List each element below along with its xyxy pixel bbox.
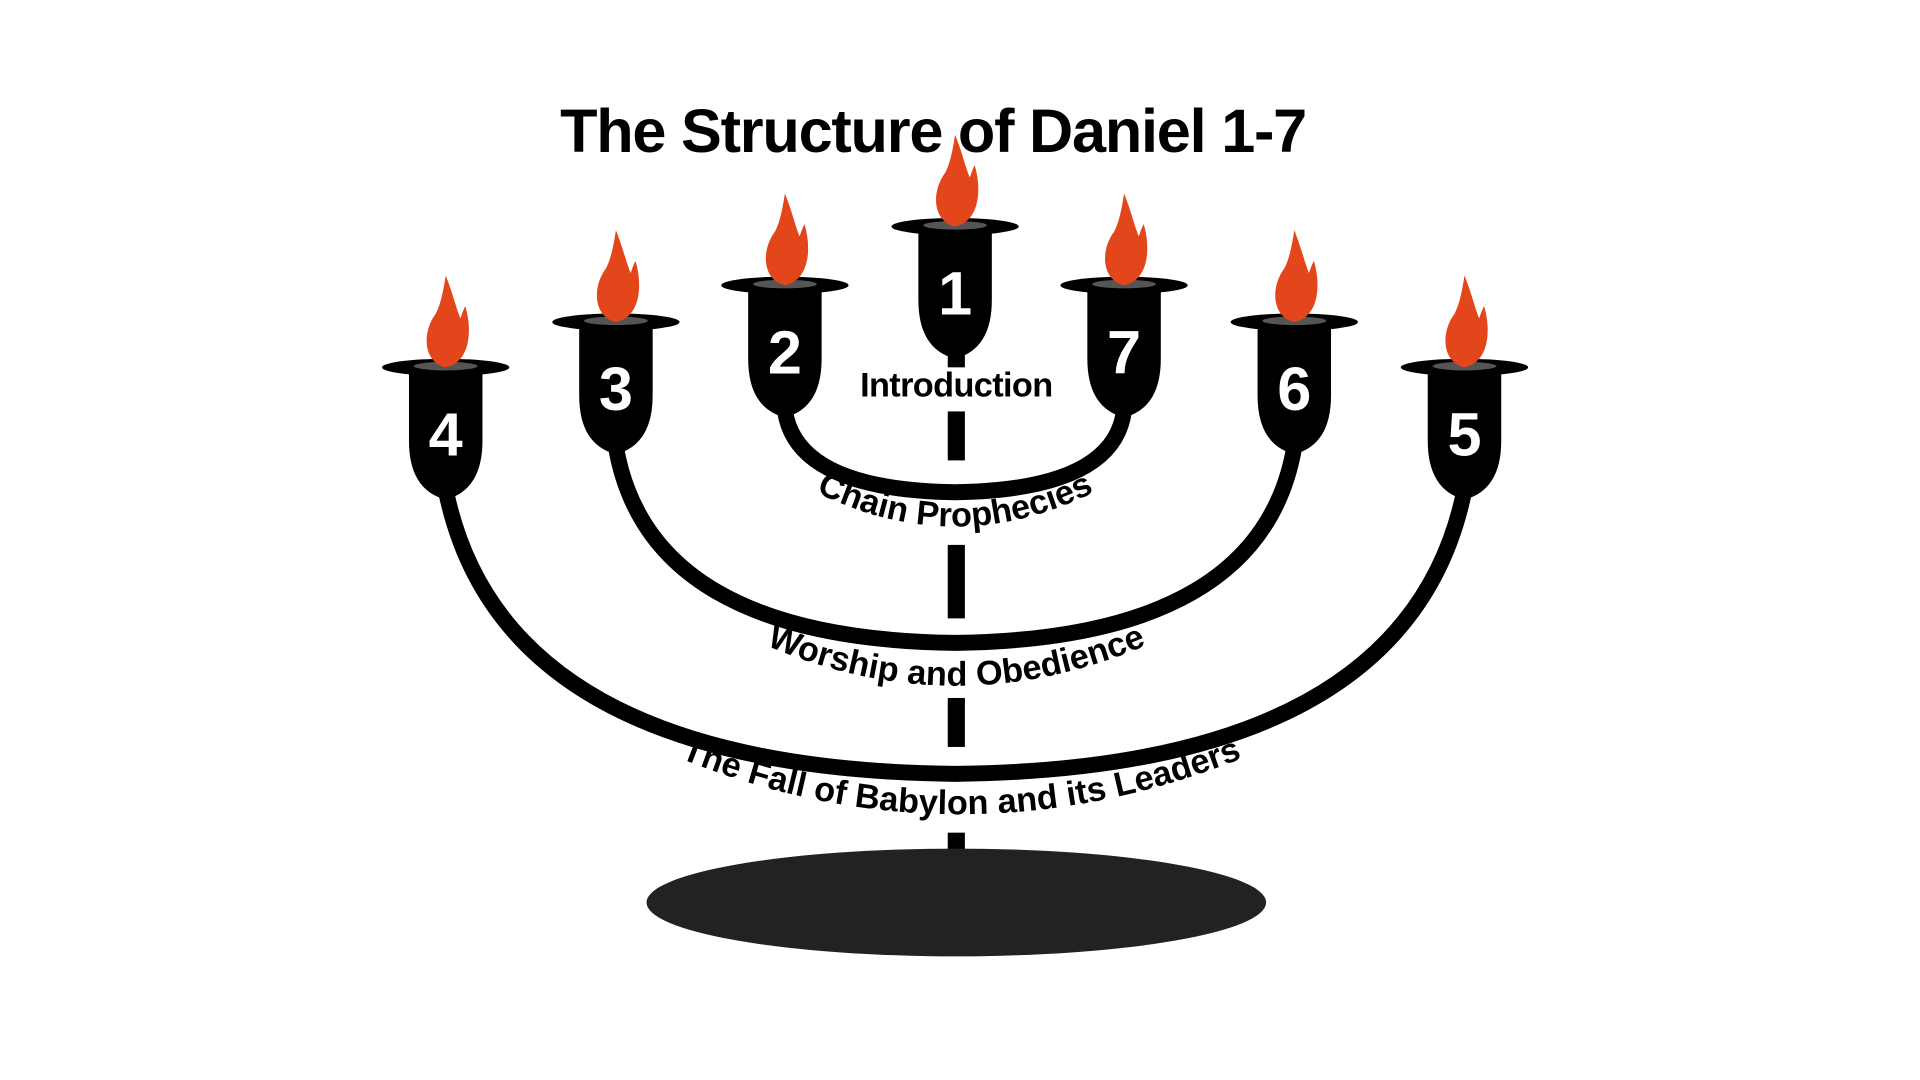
flame-icon [765,193,809,286]
stem [947,411,965,461]
candle-1: 1 [891,134,1019,359]
candle-3: 3 [552,230,680,455]
svg-text:1: 1 [938,260,972,328]
flame-icon [596,230,640,323]
svg-text:2: 2 [768,318,802,386]
stem [947,355,965,368]
candle-6: 6 [1230,230,1358,455]
svg-text:4: 4 [429,401,463,469]
svg-text:7: 7 [1107,318,1141,386]
flame-icon [1445,275,1488,368]
page-title: The Structure of Daniel 1-7 [560,97,1306,165]
svg-text:5: 5 [1447,401,1481,469]
flame-icon [426,275,469,368]
base [646,848,1267,957]
candle-4: 4 [382,275,510,500]
middle-arm [608,445,1303,651]
flame-icon [1275,230,1318,323]
svg-text:6: 6 [1277,355,1311,423]
outer-arm [437,488,1473,782]
stem [947,544,965,619]
stem [947,832,965,852]
candle-7: 7 [1060,193,1188,418]
svg-text:3: 3 [599,355,633,423]
flame-icon [1105,193,1148,286]
label-introduction: Introduction [860,367,1053,405]
inner-arm [777,408,1132,501]
stem [947,697,965,747]
candle-2: 2 [721,193,849,418]
candle-5: 5 [1400,275,1529,500]
